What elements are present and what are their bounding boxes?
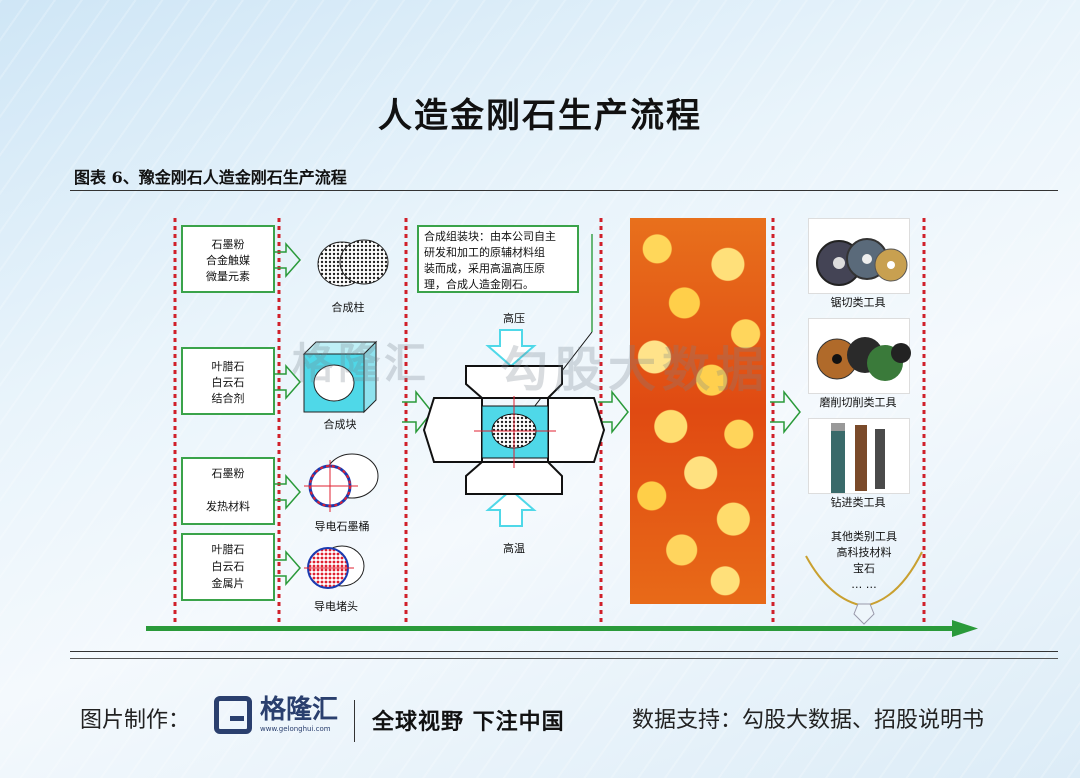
product-1-label: 合成块 <box>324 417 357 431</box>
product-0-label: 合成柱 <box>332 300 365 314</box>
footer-slogan: 全球视野 下注中国 <box>372 710 565 735</box>
synthesis-block-icon <box>302 340 378 414</box>
press-top-label: 高压 <box>503 311 525 325</box>
other-product-0: 其他类别工具 <box>831 529 897 543</box>
press-up-arrow <box>485 488 537 527</box>
brand-url: www.gelonghui.com <box>260 725 331 733</box>
assembly-note-box <box>417 225 579 293</box>
caption-divider <box>70 190 1058 191</box>
footer-brand: 格隆汇 www.gelonghui.com <box>214 696 338 734</box>
product-3-label: 导电堵头 <box>314 599 358 613</box>
press-anvil <box>422 365 606 495</box>
material-2-line-2: 发热材料 <box>206 499 250 513</box>
footer-made-by: 图片制作： <box>80 708 191 733</box>
core-drill-image <box>808 418 910 494</box>
material-2-line-0: 石墨粉 <box>212 467 245 480</box>
synthetic-diamond-photo <box>630 218 766 604</box>
assembly-note-line-3: 理，合成人造金刚石。 <box>424 277 534 291</box>
assembly-note-line-2: 装而成，采用高温高压原 <box>424 261 545 275</box>
brand-name: 格隆汇 <box>260 695 339 725</box>
other-product-1: 高科技材料 <box>837 545 892 559</box>
saw-blade-image <box>808 218 910 294</box>
product-tool-label-2: 钻进类工具 <box>831 495 886 509</box>
material-3-line-0: 叶腊石 <box>212 543 245 556</box>
synthesis-column-icon <box>317 239 389 287</box>
assembly-note-line-0: 合成组装块：由本公司自主 <box>424 229 556 243</box>
material-boxes <box>181 225 275 601</box>
watermark-brand: 格隆汇 <box>292 339 431 388</box>
material-1-line-2: 结合剂 <box>212 391 245 405</box>
material-0-line-1: 合金触媒 <box>206 253 250 267</box>
graphite-tube-icon <box>304 453 379 512</box>
page-title: 人造金刚石生产流程 <box>378 96 702 136</box>
footer-source: 数据支持：勾股大数据、招股说明书 <box>632 708 985 733</box>
diagram-bottom-divider <box>70 651 1058 652</box>
material-1-line-1: 白云石 <box>212 375 245 389</box>
brand-divider <box>354 700 355 742</box>
material-0-line-2: 微量元素 <box>206 269 250 283</box>
figure-caption: 图表 6、豫金刚石人造金刚石生产流程 <box>74 168 347 187</box>
watermark-data: 勾股大数据 <box>500 342 771 398</box>
grinding-disc-image <box>808 318 911 394</box>
material-arrows <box>274 242 301 586</box>
assembly-note-text: 合成组装块：由本公司自主 研发和加工的原辅材料组 装而成，采用高温高压原 理，合… <box>424 229 556 291</box>
material-labels: 石墨粉 合金触媒 微量元素 叶腊石 白云石 结合剂 石墨粉 发热材料 叶腊石 白… <box>206 238 250 590</box>
product-2-label: 导电石墨桶 <box>315 519 370 533</box>
press-bottom-label: 高温 <box>503 541 525 555</box>
stage-dividers <box>173 218 926 632</box>
conductive-plug-icon <box>304 545 365 589</box>
footer-divider <box>70 658 1058 659</box>
material-3-line-2: 金属片 <box>212 576 245 590</box>
material-3-line-1: 白云石 <box>212 559 245 573</box>
press-down-arrow <box>485 329 537 368</box>
product-tool-label-1: 磨削切削类工具 <box>820 395 897 409</box>
material-1-line-0: 叶腊石 <box>212 360 245 373</box>
other-product-2: 宝石 <box>853 561 875 575</box>
timeline-arrow <box>146 620 978 637</box>
product-tool-label-0: 锯切类工具 <box>831 295 886 309</box>
assembly-note-line-1: 研发和加工的原辅材料组 <box>424 245 545 259</box>
material-0-line-0: 石墨粉 <box>212 238 245 251</box>
other-products: 其他类别工具 高科技材料 宝石 … … <box>831 529 897 591</box>
brand-logo-icon <box>214 696 252 734</box>
other-product-3: … … <box>851 578 877 591</box>
